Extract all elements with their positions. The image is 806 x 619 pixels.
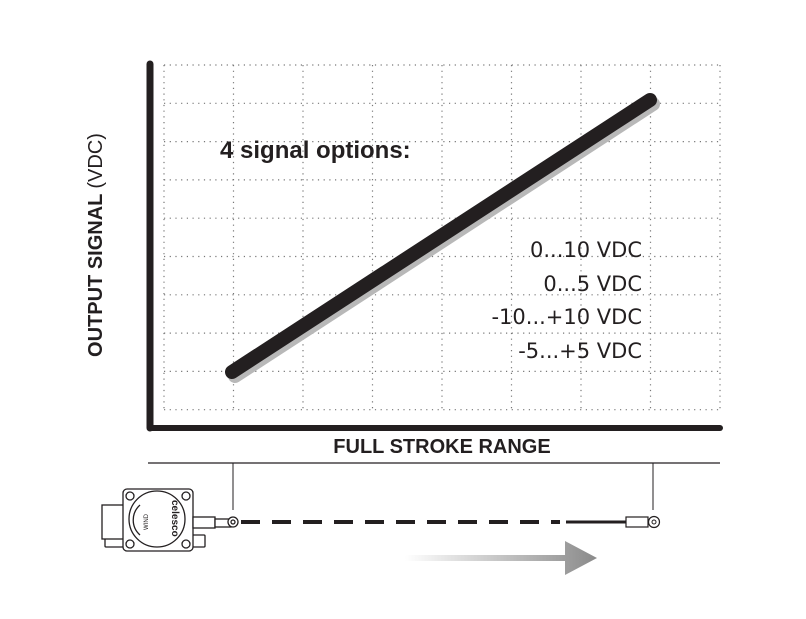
option-pm10: -10...+10 VDC [491,305,642,329]
x-axis-label: FULL STROKE RANGE [333,436,550,458]
direction-arrow-icon [405,541,597,575]
y-axis-label-unit: (VDC) [85,133,107,189]
cable-eyelet-icon [647,515,661,529]
y-axis-label-main: OUTPUT SIGNAL [85,194,107,357]
option-pm5: -5...+5 VDC [518,339,642,363]
signal-options-title: 4 signal options: [220,137,411,164]
signal-line [225,93,657,379]
cable-end-fitting [625,516,649,528]
device-brand: celesco [169,500,180,537]
y-axis-label: OUTPUT SIGNAL (VDC) [85,133,107,357]
option-0-5: 0...5 VDC [543,272,642,296]
option-0-10: 0...10 VDC [530,238,642,262]
device-wind-label: WIND [144,513,150,530]
position-sensor-device: celesco WIND [101,488,239,552]
dotted-grid [163,64,721,411]
